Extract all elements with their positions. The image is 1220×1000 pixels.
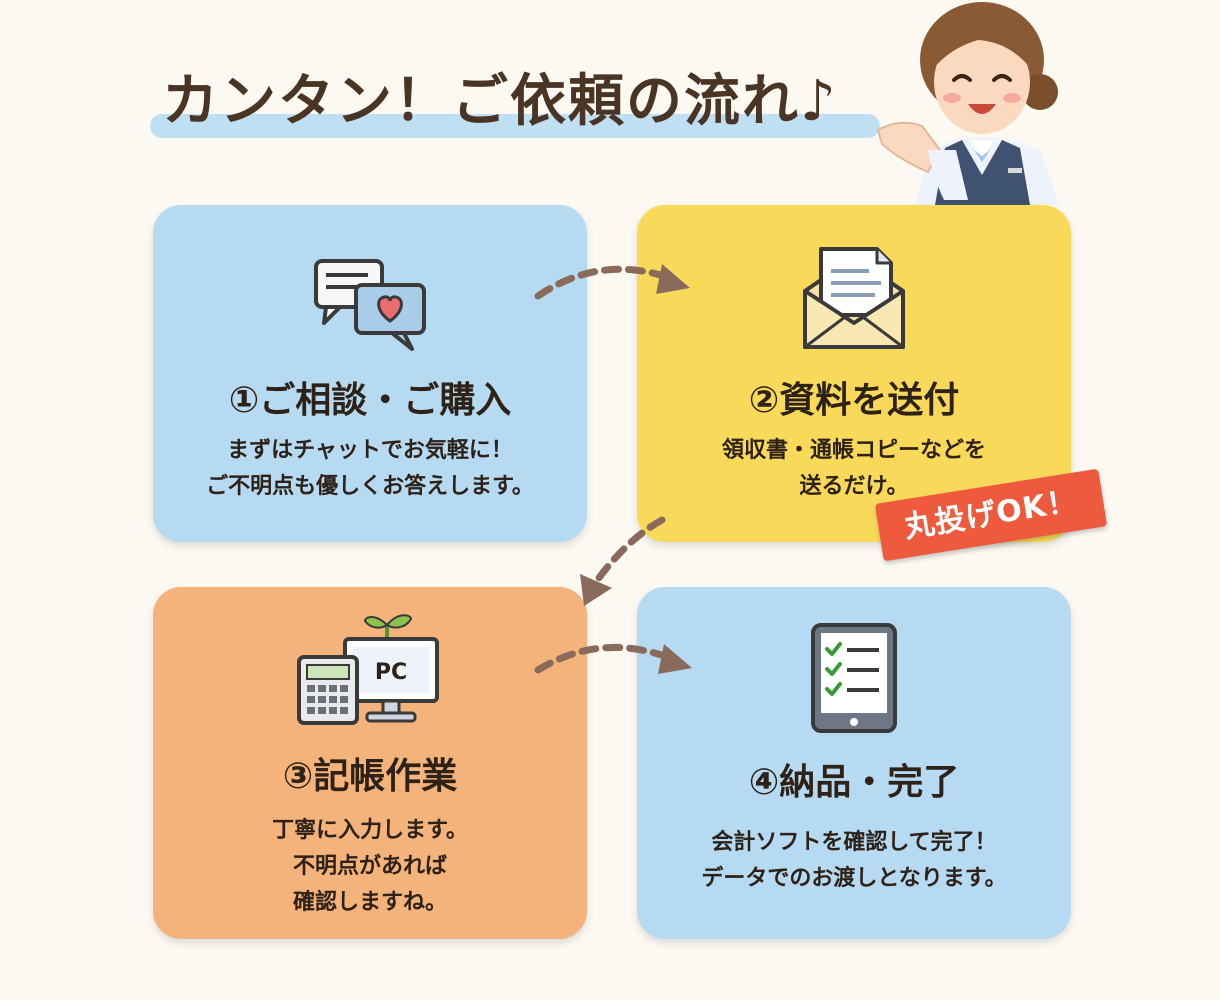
step-title: ④納品・完了 — [748, 762, 960, 803]
receptionist-mascot-icon — [876, 2, 1060, 205]
step-description-line: 会計ソフトを確認して完了！ — [711, 830, 997, 855]
envelope-document-icon — [803, 247, 905, 349]
step-description-line: 領収書・通帳コピーなどを — [721, 438, 986, 463]
flow-arrow-down-left-icon — [580, 516, 666, 606]
step-title: ③記帳作業 — [282, 756, 458, 797]
step-description-line: データでのお渡しとなります。 — [701, 866, 1007, 891]
step-description: 会計ソフトを確認して完了！ データでのお渡しとなります。 — [637, 825, 1071, 897]
title-underline-band — [150, 114, 880, 138]
flow-arrow-right-icon — [534, 264, 690, 300]
step-description-line: 確認しますね。 — [292, 890, 447, 915]
step-card-bookkeeping: PC ③記帳作業 丁寧に入力します。 不明点があれば 確認しますね。 — [153, 587, 587, 939]
step-title: ①ご相談・ご購入 — [228, 380, 512, 421]
step-description-line: 丁寧に入力します。 — [272, 818, 468, 843]
step-description: まずはチャットでお気軽に！ ご不明点も優しくお答えします。 — [153, 433, 587, 505]
flow-arrow-right-icon — [534, 643, 692, 674]
chat-heart-icon — [314, 259, 426, 351]
step-description-line: 送るだけ。 — [799, 474, 909, 499]
step-description: 丁寧に入力します。 不明点があれば 確認しますね。 — [153, 813, 587, 921]
title-area: カンタン！ご依頼の流れ♪ — [150, 56, 890, 146]
step-card-consultation: ①ご相談・ご購入 まずはチャットでお気軽に！ ご不明点も優しくお答えします。 — [153, 205, 587, 542]
pc-label: PC — [375, 660, 407, 685]
page-title: カンタン！ご依頼の流れ♪ — [162, 69, 838, 134]
step-description: 領収書・通帳コピーなどを 送るだけ。 — [637, 433, 1071, 505]
step-description-line: まずはチャットでお気軽に！ — [227, 438, 513, 463]
calculator-pc-icon: PC — [297, 614, 439, 725]
step-description-line: ご不明点も優しくお答えします。 — [206, 474, 534, 499]
step-title: ②資料を送付 — [748, 380, 960, 421]
step-card-delivery: ④納品・完了 会計ソフトを確認して完了！ データでのお渡しとなります。 — [637, 587, 1071, 939]
step-description-line: 不明点があれば — [292, 854, 447, 879]
tablet-checklist-icon — [811, 623, 897, 733]
